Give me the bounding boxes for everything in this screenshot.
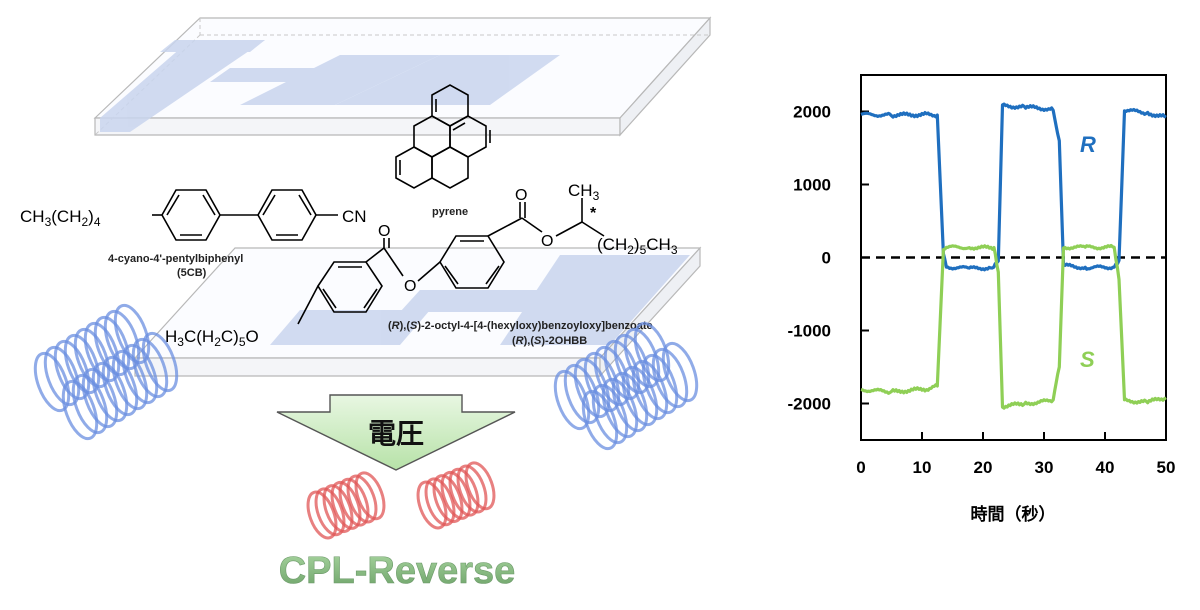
helix-turn [91,361,129,423]
helix-turn [314,487,346,537]
helix-turn [416,480,448,530]
benzene-ring [257,189,317,241]
molecule-pyrene: pyrene [395,84,491,218]
5cb-name: 4-cyano-4'-pentylbiphenyl [108,253,243,265]
helix-turn [71,373,109,435]
helix-turn [591,383,629,445]
helix-turn [661,341,699,403]
cpl-reverse-title: CPL-Reverse [279,550,516,592]
helix-turn [611,371,649,433]
bottom-electrode [270,255,690,345]
helix-turn [621,365,659,427]
5cb-abbreviation: (5CB) [177,267,207,279]
voltage-arrow: 電圧 [276,394,516,471]
helix-turn [101,355,139,417]
molecule-2ohbb: O O O O CH3 * (CH2)5CH3 H3C(H2C)5O [165,181,678,349]
blue-helix-right [553,321,699,451]
helix-turn [131,337,169,399]
y-tick-label: 1000 [793,176,831,195]
x-axis: 0 10 20 30 40 50 [856,432,1175,477]
helix-turn [93,315,131,377]
2ohbb-name: (R),(S)-2-octyl-4-[4-(hexyloxy)benzoylox… [388,320,653,332]
y-tick-label: 0 [822,249,831,268]
ester-oxygen: O [404,278,416,295]
oxygen-atom: O [515,187,527,204]
x-tick-label: 30 [1035,458,1054,477]
helix-turn [81,367,119,429]
y-tick-label: -2000 [788,395,831,414]
helix-turn [306,490,338,540]
x-tick-label: 20 [974,458,993,477]
ester-oxygen: O [541,233,553,250]
hexyloxy-group: H3C(H2C)5O [165,327,259,349]
helix-turn [61,379,99,441]
helix-turn [432,474,464,524]
helix-turn [111,349,149,411]
helix-turn [641,353,679,415]
methyl-group: CH3 [568,181,600,203]
y-tick-label: -1000 [788,322,831,341]
helix-turn [33,351,71,413]
helix-turn [322,484,354,534]
octyl-tail: (CH2)5CH3 [597,235,678,257]
x-tick-label: 0 [856,458,865,477]
helix-turn [113,303,151,365]
2ohbb-abbreviation: (R),(S)-2OHBB [512,335,587,347]
benzene-ring [161,189,221,241]
blue-helix-left [33,303,179,441]
series-R-label: R [1080,132,1096,157]
lc-cell-illustration: CH3(CH2)4 CN 4-cyano-4'-pentylbiphenyl (… [20,16,712,592]
y-tick-label: 2000 [793,103,831,122]
x-tick-label: 50 [1157,458,1176,477]
series-S-label: S [1080,347,1095,372]
series-R-line [860,102,1167,272]
helix-turn [581,389,619,451]
helix-turn [440,470,472,520]
benzene-ring [439,235,505,289]
helix-turn [651,347,689,409]
helix-turn [456,464,488,514]
x-axis-title: 時間（秒） [971,504,1056,525]
helix-turn [346,474,378,524]
helix-turn [448,467,480,517]
top-electrode [100,40,560,132]
helix-turn [354,471,386,521]
x-tick-label: 40 [1096,458,1115,477]
helix-turn [121,343,159,405]
cyano-group: CN [342,207,367,226]
helix-turn [43,345,81,407]
helix-turn [338,477,370,527]
helix-turn [424,477,456,527]
y-axis: 2000 1000 0 -1000 -2000 [788,103,869,414]
helix-turn [53,339,91,401]
series-S-line [860,243,1167,410]
pyrene-label: pyrene [432,206,468,218]
red-helix-left [306,471,386,540]
benzene-ring [317,261,383,313]
top-glass-plate [93,16,712,137]
oxygen-atom: O [378,223,390,240]
cpl-time-chart: 2000 1000 0 -1000 -2000 0 10 20 30 40 50 R S 時間（秒… [788,74,1175,525]
helix-turn [73,327,111,389]
red-helix-right [416,461,496,530]
chiral-center-mark: * [590,205,597,222]
molecule-5cb: CH3(CH2)4 CN 4-cyano-4'-pentylbiphenyl (… [20,189,367,279]
helix-turn [631,359,669,421]
x-tick-label: 10 [913,458,932,477]
helix-turn [330,480,362,530]
helix-turn [83,321,121,383]
voltage-label: 電圧 [368,417,424,450]
helix-turn [103,309,141,371]
5cb-alkyl-tail: CH3(CH2)4 [20,207,101,229]
helix-turn [601,377,639,439]
helix-turn [464,461,496,511]
helix-turn [141,331,179,393]
helix-turn [63,333,101,395]
